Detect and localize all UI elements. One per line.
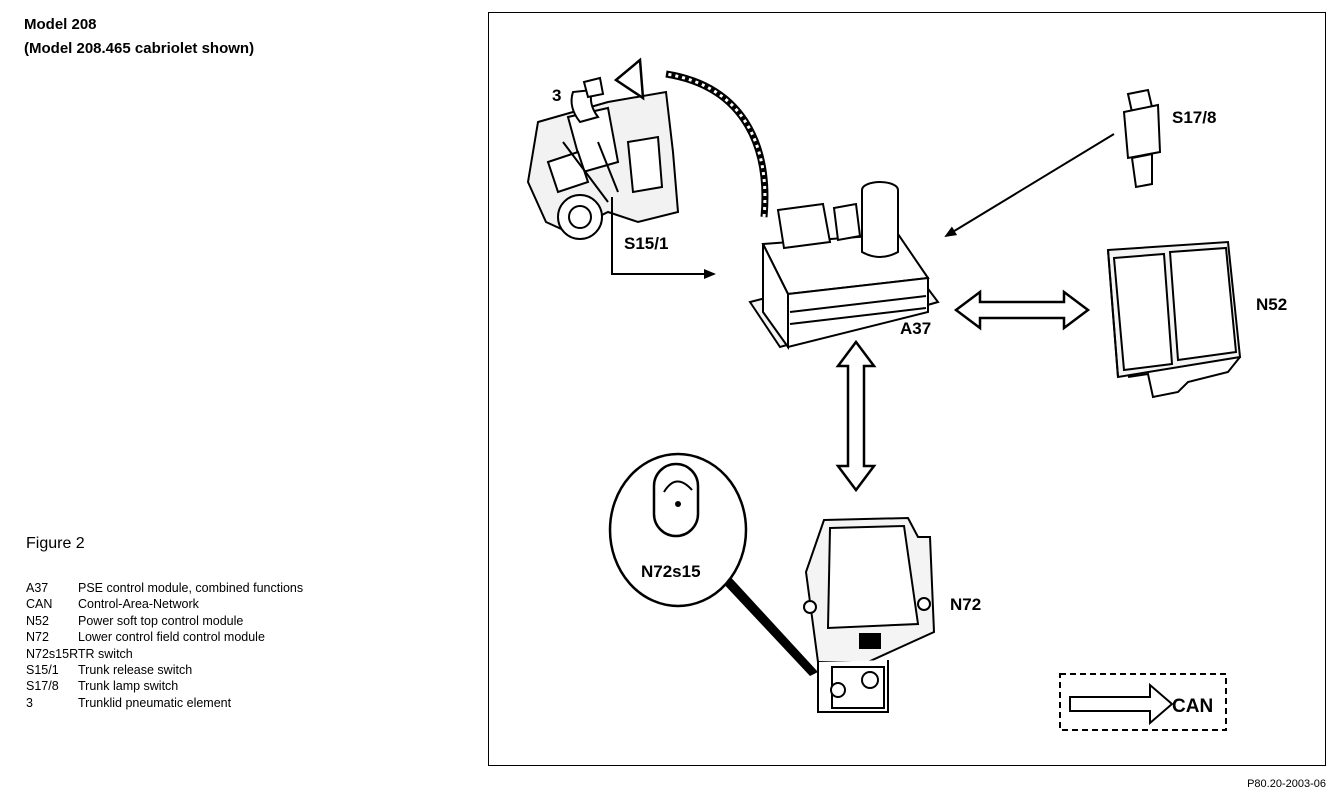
legend-code: N72s15	[26, 646, 70, 661]
can-link-a37-n72	[835, 339, 877, 493]
legend-item-3: 3 Trunklid pneumatic element	[26, 695, 303, 711]
legend-item-s15-1: S15/1 Trunk release switch	[26, 662, 303, 678]
s17-8-trunk-lamp-switch	[1122, 88, 1162, 189]
s17-8-label: S17/8	[1172, 108, 1216, 127]
item-3-label: 3	[552, 86, 561, 105]
legend-code: S17/8	[26, 679, 59, 694]
trunklid-pneumatic-element	[526, 76, 680, 240]
diagram-frame	[488, 12, 1326, 766]
system-diagram: 3 S15/1 A37 S17/8 N52	[526, 57, 1287, 731]
legend-code: N52	[26, 613, 49, 628]
can-key-arrow	[1069, 682, 1174, 726]
legend-item-n52: N52 Power soft top control module	[26, 613, 303, 629]
pneumatic-arrowhead	[613, 57, 645, 101]
legend-item-can: CAN Control-Area-Network	[26, 596, 303, 612]
legend-item-n72s15: N72s15 RTR switch	[26, 646, 303, 662]
legend-code: 3	[26, 695, 33, 710]
can-link-a37-n52	[953, 289, 1091, 331]
reference-code: P80.20-2003-06	[1247, 778, 1326, 790]
n52-label: N52	[1256, 295, 1287, 314]
legend-code: S15/1	[26, 663, 59, 678]
a37-label: A37	[900, 319, 931, 338]
n72s15-rtr-switch-callout	[608, 452, 818, 676]
legend-item-n72: N72 Lower control field control module	[26, 629, 303, 645]
n52-power-soft-top-module	[1106, 240, 1242, 399]
legend-item-s17-8: S17/8 Trunk lamp switch	[26, 678, 303, 694]
can-legend-key: CAN	[1059, 673, 1227, 731]
s15-1-signal-line	[611, 197, 716, 279]
legend-desc: PSE control module, combined functions	[78, 581, 304, 595]
a37-control-module	[748, 181, 940, 351]
legend-desc: Lower control field control module	[78, 630, 265, 645]
can-key-label: CAN	[1172, 696, 1213, 717]
legend-desc: Control-Area-Network	[78, 597, 199, 612]
legend-item-a37: A37 PSE control module, combined functio…	[26, 580, 303, 596]
legend-code: CAN	[26, 597, 53, 612]
legend-code: A37	[26, 581, 49, 595]
n72-control-module	[803, 516, 936, 713]
legend-code: N72	[26, 630, 49, 645]
legend-desc: Trunk lamp switch	[78, 679, 179, 694]
legend-desc: Trunklid pneumatic element	[78, 695, 232, 710]
diagram-subtitle: (Model 208.465 cabriolet shown)	[24, 40, 255, 57]
pneumatic-line	[665, 70, 769, 218]
legend: A37 PSE control module, combined functio…	[26, 580, 303, 711]
diagram-title: Model 208	[24, 16, 97, 33]
n72-label: N72	[950, 595, 981, 614]
legend-desc: RTR switch	[69, 646, 133, 661]
legend-desc: Power soft top control module	[78, 613, 244, 628]
figure-caption: Figure 2	[26, 535, 85, 552]
s17-8-signal-line	[944, 133, 1115, 238]
legend-desc: Trunk release switch	[78, 663, 193, 678]
n72s15-label: N72s15	[641, 562, 701, 581]
s15-1-label: S15/1	[624, 234, 668, 253]
